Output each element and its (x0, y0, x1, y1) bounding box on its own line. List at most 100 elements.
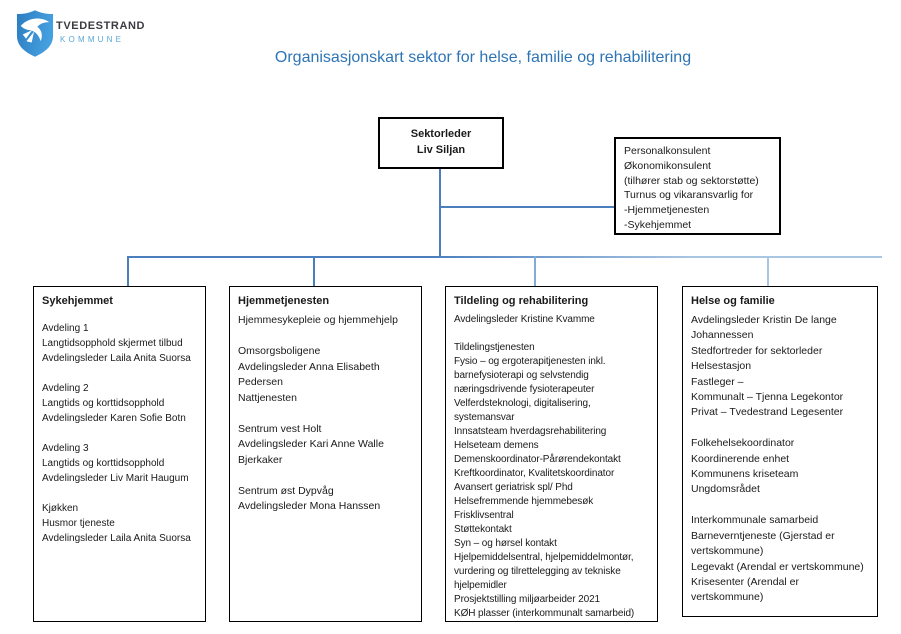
connector-drop-sykehjemmet (127, 256, 129, 286)
logo-text-secondary: KOMMUNE (60, 35, 125, 44)
dept-lines: Avdelingsleder Kristine Kvamme Tildeling… (454, 313, 651, 621)
text-line: Folkehelsekoordinator (691, 437, 795, 450)
dept-box-sykehjemmet: Sykehjemmet Avdeling 1 Langtidsopphold sk… (33, 286, 206, 622)
text-line: Helsestasjon (691, 360, 752, 373)
text-line: vertskommune) (691, 591, 764, 604)
text-line: Avdelingsleder Kristine Kvamme (454, 314, 595, 325)
text-line: Prosjektstilling miljøarbeider 2021 (454, 594, 601, 605)
text-line: vurdering og tilrettelegging av tekniske (454, 566, 621, 577)
text-line: Langtids og korttidsopphold (42, 398, 165, 409)
text-line: Helseteam demens (454, 440, 539, 451)
text-line: Velferdsteknologi, digitalisering, (454, 398, 591, 409)
dept-header: Helse og familie (691, 295, 775, 307)
connector-drop-helse-og-familie (767, 256, 769, 286)
dept-header: Hjemmetjenesten (238, 295, 330, 307)
text-line: Tildelingstjenesten (454, 342, 535, 353)
text-line (42, 426, 199, 441)
text-line: Hjelpemiddelsentral, hjelpemiddelmontør, (454, 552, 634, 563)
text-line (691, 421, 871, 436)
text-line: KØH plasser (interkommunalt samarbeid) (454, 608, 635, 619)
text-line: -Hjemmetjenesten (624, 204, 710, 217)
text-line (42, 486, 199, 501)
page-title: Organisasjonskart sektor for helse, fami… (274, 49, 692, 66)
text-line: Bjerkaker (238, 453, 283, 466)
dept-header: Tildeling og rehabilitering (454, 295, 589, 307)
text-line: Fastleger – (691, 375, 744, 388)
text-line: Avdeling 2 (42, 383, 89, 394)
text-line: hjelpemidler (454, 580, 507, 591)
swallow-bird-icon (20, 18, 50, 43)
connector-staff-branch (439, 206, 614, 208)
text-line: Personalkonsulent (624, 145, 711, 157)
text-line (238, 406, 415, 422)
text-line: Støttekontakt (454, 524, 512, 535)
text-line (42, 366, 199, 381)
text-line: Nattjenesten (238, 391, 297, 404)
dept-lines: Hjemmesykepleie og hjemmehjelp Omsorgsbo… (238, 313, 415, 515)
text-line: Langtidsopphold skjermet tilbud (42, 338, 183, 349)
connector-drop-hjemmetjenesten (313, 256, 315, 286)
text-line: Avansert geriatrisk spl/ Phd (454, 482, 573, 493)
dept-box-tildeling-og-rehabilitering: Tildeling og rehabilitering Avdelingsled… (445, 286, 658, 622)
text-line: Kreftkoordinator, Kvalitetskoordinator (454, 468, 615, 479)
text-line: Barneverntjeneste (Gjerstad er (691, 529, 835, 542)
text-line: Syn – og hørsel kontakt (454, 538, 557, 549)
text-line: Avdelingsleder Laila Anita Suorsa (42, 533, 191, 544)
dept-box-hjemmetjenesten: Hjemmetjenesten Hjemmesykepleie og hjemm… (229, 286, 422, 622)
text-line: Ungdomsrådet (691, 483, 760, 496)
text-line: Avdeling 3 (42, 443, 89, 454)
text-line: -Sykehjemmet (624, 218, 692, 231)
connector-drop-tildeling (534, 256, 536, 286)
text-line: Husmor tjeneste (42, 518, 115, 529)
text-line: Kommunalt – Tjenna Legekontor (691, 391, 844, 404)
text-line: næringsdrivende fysioterapeuter (454, 384, 595, 395)
text-line (691, 498, 871, 513)
text-line: Avdelingsleder Laila Anita Suorsa (42, 353, 191, 364)
text-line: Kommunens kriseteam (691, 468, 799, 481)
text-line: Johannessen (691, 329, 754, 342)
kommune-logo: TVEDESTRAND KOMMUNE (16, 9, 236, 61)
text-line: Hjemmesykepleie og hjemmehjelp (238, 314, 398, 326)
text-line: Pedersen (238, 376, 283, 388)
text-line: Fysio – og ergoterapitjenesten inkl. (454, 356, 606, 367)
text-line: Langtids og korttidsopphold (42, 458, 165, 469)
text-line: Koordinerende enhet (691, 452, 790, 465)
text-line: Sentrum vest Holt (238, 422, 322, 435)
text-line: systemansvar (454, 412, 515, 423)
text-line: Innsatsteam hverdagsrehabilitering (454, 426, 607, 437)
text-line: Demenskoordinator-Pårørendekontakt (454, 454, 621, 465)
logo-shield-icon (16, 10, 54, 57)
text-line: Omsorgsboligene (238, 345, 321, 357)
text-line: Stedfortreder for sektorleder (691, 344, 823, 357)
text-line: Helsefremmende hjemmebesøk (454, 496, 594, 507)
logo-wordmark: TVEDESTRAND KOMMUNE (56, 20, 145, 44)
text-line (238, 468, 415, 484)
text-line: Avdelingsleder Liv Marit Haugum (42, 473, 189, 484)
text-line: Avdelingsleder Kari Anne Walle (238, 438, 384, 450)
text-line: Interkommunale samarbeid (691, 514, 819, 527)
text-line: Sentrum øst Dypvåg (238, 484, 334, 497)
text-line: Turnus og vikaransvarlig for (624, 189, 754, 202)
text-line: Avdelingsleder Karen Sofie Botn (42, 413, 186, 424)
text-line: (tilhører stab og sektorstøtte) (624, 174, 759, 187)
text-line (238, 329, 415, 345)
text-line: Avdeling 1 (42, 323, 89, 334)
text-line: Privat – Tvedestrand Legesenter (691, 406, 844, 419)
text-line: Avdelingsleder Mona Hanssen (238, 500, 381, 512)
connector-main-horizontal (127, 256, 882, 258)
node-role: Sektorleder (410, 128, 472, 140)
text-line: Avdelingsleder Anna Elisabeth (238, 360, 380, 373)
text-line: vertskommune) (691, 545, 764, 558)
text-line: barnefysioterapi og selvstendig (454, 370, 589, 381)
org-node-sektorleder: Sektorleder Liv Siljan (378, 117, 504, 169)
text-line: Legevakt (Arendal er vertskommune) (691, 560, 864, 573)
dept-header: Sykehjemmet (42, 295, 113, 307)
node-name: Liv Siljan (416, 144, 466, 156)
text-line: Kjøkken (42, 503, 79, 514)
text-line: Avdelingsleder Kristin De lange (691, 314, 837, 326)
dept-lines: Avdeling 1 Langtidsopphold skjermet tilbu… (42, 321, 199, 546)
